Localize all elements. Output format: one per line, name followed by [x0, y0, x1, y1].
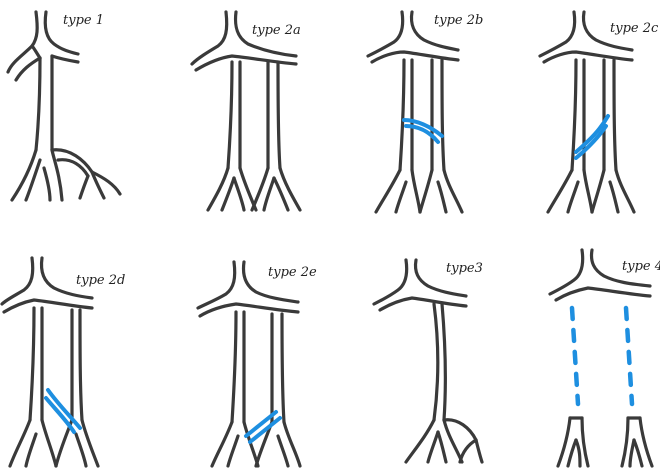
panel-label: type 2c	[610, 21, 659, 36]
anomaly-connection	[48, 390, 80, 428]
anomaly-connection	[576, 126, 606, 158]
absent-vessel-segment	[626, 308, 632, 404]
vein-drawing	[8, 12, 120, 200]
panel-label: type3	[446, 261, 483, 276]
vein-drawing	[550, 250, 652, 466]
panel-type-2a: type 2a	[192, 12, 301, 210]
panel-type-4: type 4	[550, 250, 660, 466]
panel-type-3: type3	[374, 260, 483, 462]
vein-drawing	[2, 258, 98, 466]
panel-label: type 2a	[252, 23, 301, 38]
vein-drawing	[192, 12, 300, 210]
panel-label: type 2b	[434, 13, 483, 28]
panel-type-2d: type 2d	[2, 258, 125, 466]
vein-drawing	[374, 260, 482, 462]
vein-drawing	[368, 12, 462, 212]
panel-type-2e: type 2e	[198, 262, 317, 466]
panel-label: type 4	[622, 259, 660, 274]
absent-vessel-segment	[572, 308, 578, 404]
panel-label: type 2d	[76, 273, 125, 288]
panel-type-1: type 1	[8, 12, 120, 200]
panel-type-2b: type 2b	[368, 12, 483, 212]
panel-label: type 2e	[268, 265, 317, 280]
panel-type-2c: type 2c	[540, 12, 659, 212]
vein-drawing	[540, 12, 634, 212]
panel-label: type 1	[63, 13, 104, 28]
